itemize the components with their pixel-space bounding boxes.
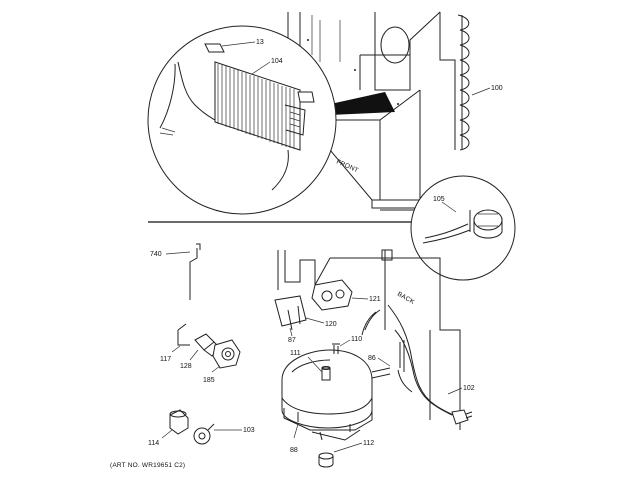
callout-88: 88 <box>290 447 298 454</box>
callout-100: 100 <box>491 85 503 92</box>
callout-112: 112 <box>363 440 374 447</box>
cabinet-back-lower <box>277 250 461 430</box>
callout-185: 185 <box>203 377 215 384</box>
part-120 <box>274 295 307 331</box>
callout-87: 87 <box>288 337 296 344</box>
callout-121: 121 <box>369 296 381 303</box>
callout-114: 114 <box>148 440 159 447</box>
pointer-arrow <box>326 92 395 115</box>
callout-740: 740 <box>150 251 162 258</box>
wiring-harness <box>361 249 463 421</box>
callout-128: 128 <box>180 363 192 370</box>
callout-105: 105 <box>433 196 445 203</box>
callout-117: 117 <box>160 356 171 363</box>
condenser-coil <box>457 14 470 151</box>
callout-103: 103 <box>243 427 255 434</box>
callout-13: 13 <box>256 39 264 46</box>
evaporator-detail-circle <box>147 25 337 215</box>
compressor-assembly <box>281 343 391 441</box>
callout-111: 111 <box>290 350 301 357</box>
part-185 <box>212 339 241 369</box>
front-label: FRONT <box>335 158 359 174</box>
back-label: BACK <box>396 291 416 307</box>
part-102 <box>451 409 473 425</box>
part-112 <box>318 452 334 468</box>
part-117 <box>177 323 190 346</box>
art-number-caption: (ART NO. WR19651 C2) <box>110 462 185 469</box>
callout-102: 102 <box>463 385 475 392</box>
callout-104: 104 <box>271 58 283 65</box>
callout-120: 120 <box>325 321 337 328</box>
callout-86: 86 <box>368 355 376 362</box>
thermostat-detail-circle <box>410 175 516 281</box>
part-103 <box>193 423 215 445</box>
part-121 <box>311 279 353 311</box>
callout-110: 110 <box>351 336 362 343</box>
part-114 <box>169 409 189 435</box>
part-740 <box>189 243 201 300</box>
